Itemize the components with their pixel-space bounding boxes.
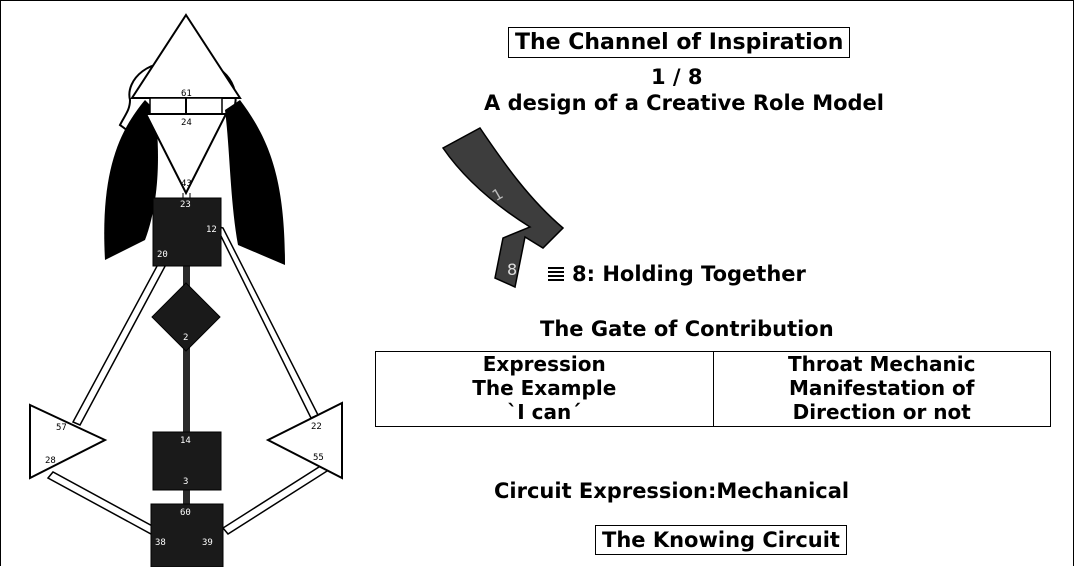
left-line-2: The Example (472, 376, 617, 400)
gate-sacral-bottom: 3 (183, 477, 188, 487)
gate-solar-bottom: 55 (313, 453, 324, 463)
left-line-1: Expression (482, 352, 606, 376)
gate-root-top: 60 (180, 508, 191, 518)
gate-throat-left: 20 (157, 250, 168, 260)
gate-g: 2 (183, 333, 188, 343)
channel-segment-graphic: 1 8 (441, 127, 565, 289)
g-center (151, 282, 221, 352)
channel-segment-shape (441, 127, 565, 289)
circuit-name: The Knowing Circuit (595, 525, 847, 555)
channel-sacral-root (183, 486, 190, 506)
spleen-center (29, 403, 108, 480)
ajna-center (144, 113, 228, 196)
root-center (150, 503, 224, 567)
channel-throat-spleen (71, 254, 172, 426)
channel-gate-8-label: 8 (507, 260, 517, 279)
circuit-expression: Circuit Expression:Mechanical (494, 479, 850, 503)
gate-head-bottom: 24 (181, 118, 192, 128)
channel-throat-g (183, 255, 190, 292)
gate-throat-top: 23 (180, 200, 191, 210)
solar-plexus-center (265, 401, 343, 480)
channel-spleen-root (46, 471, 158, 535)
table-row: Expression The Example `I can´ Throat Me… (375, 351, 1051, 427)
head-center (130, 13, 242, 99)
table-cell-right: Throat Mechanic Manifestation of Directi… (712, 351, 1051, 427)
gate-throat-right: 12 (206, 225, 217, 235)
hexagram-icon (548, 265, 564, 283)
sacral-center (152, 431, 222, 491)
gate-spleen-top: 57 (56, 423, 67, 433)
gate-solar-top: 22 (311, 422, 322, 432)
gate-ajna: 43 (181, 179, 192, 189)
keynote-table: Expression The Example `I can´ Throat Me… (375, 351, 1051, 427)
channel-g-sacral (183, 340, 190, 435)
channel-subtitle: A design of a Creative Role Model (484, 91, 884, 115)
gate-spleen-bottom: 28 (45, 456, 56, 466)
left-line-3: `I can´ (507, 400, 582, 424)
channel-solar-root (221, 459, 337, 535)
channel-title: The Channel of Inspiration (508, 27, 851, 58)
bodygraph-diagram: 61 24 43 23 12 20 2 57 28 22 55 14 3 60 … (29, 13, 343, 567)
table-cell-left: Expression The Example `I can´ (375, 351, 714, 427)
hexagram-line: 8: Holding Together (548, 262, 806, 286)
gate-root-right: 39 (202, 538, 213, 548)
gate-pair: 1 / 8 (651, 65, 703, 89)
right-line-3: Direction or not (792, 400, 971, 424)
right-line-2: Manifestation of (788, 376, 975, 400)
right-line-1: Throat Mechanic (787, 352, 976, 376)
left-wing-shape (104, 100, 158, 260)
hexagram-label: 8: Holding Together (572, 262, 806, 286)
gate-head-top: 61 (181, 89, 192, 99)
face-profile (118, 61, 186, 221)
throat-center (152, 197, 222, 267)
gate-root-left: 38 (155, 538, 166, 548)
gate-name: The Gate of Contribution (540, 317, 834, 341)
gate-sacral-top: 14 (180, 436, 191, 446)
right-wing-shape (225, 100, 285, 265)
